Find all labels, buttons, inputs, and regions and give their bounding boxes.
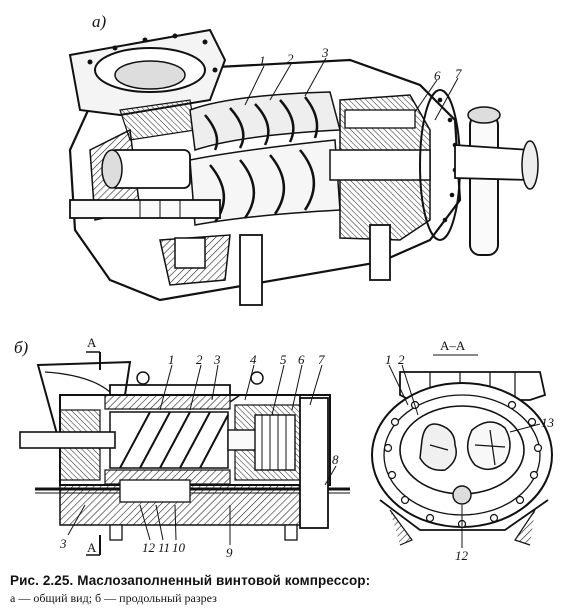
caption-title: Рис. 2.25. Маслозаполненный винтовой ком… — [10, 573, 371, 588]
figure-caption: Рис. 2.25. Маслозаполненный винтовой ком… — [10, 573, 580, 606]
callout-top-6: 6 — [434, 68, 441, 83]
callout-top-7: 7 — [455, 66, 462, 81]
panel-label-b: б) — [14, 338, 29, 357]
callout-bottom-3: 3 — [214, 352, 221, 367]
caption-subtitle: а — общий вид; б — продольный разрез — [10, 591, 217, 605]
callout-top-2: 2 — [287, 51, 294, 66]
callout-top-3: 3 — [322, 45, 329, 60]
section-title: А–А — [440, 338, 466, 353]
callout-section-12: 12 — [455, 548, 468, 563]
callout-section-1: 1 — [385, 352, 392, 367]
callout-bottom-5: 5 — [280, 352, 287, 367]
callout-section-2: 2 — [398, 352, 405, 367]
callout-bottom-12: 12 — [142, 540, 155, 555]
callout-section-13: 13 — [541, 415, 554, 430]
section-mark-top: А — [87, 335, 97, 350]
callout-bottom-11: 11 — [158, 540, 171, 555]
callout-bottom-3b: 3 — [60, 536, 67, 551]
callout-bottom-9: 9 — [226, 545, 233, 560]
callout-bottom-7: 7 — [318, 352, 325, 367]
general-view-illustration — [68, 28, 539, 306]
callout-bottom-6: 6 — [298, 352, 305, 367]
callout-bottom-4: 4 — [250, 352, 257, 367]
callout-bottom-1: 1 — [168, 352, 175, 367]
section-mark-bottom: А — [87, 540, 97, 555]
panel-label-a: а) — [92, 12, 107, 31]
callout-bottom-10: 10 — [172, 540, 185, 555]
callout-bottom-2: 2 — [196, 352, 203, 367]
callout-top-1: 1 — [259, 53, 266, 68]
callout-bottom-8: 8 — [332, 452, 339, 467]
